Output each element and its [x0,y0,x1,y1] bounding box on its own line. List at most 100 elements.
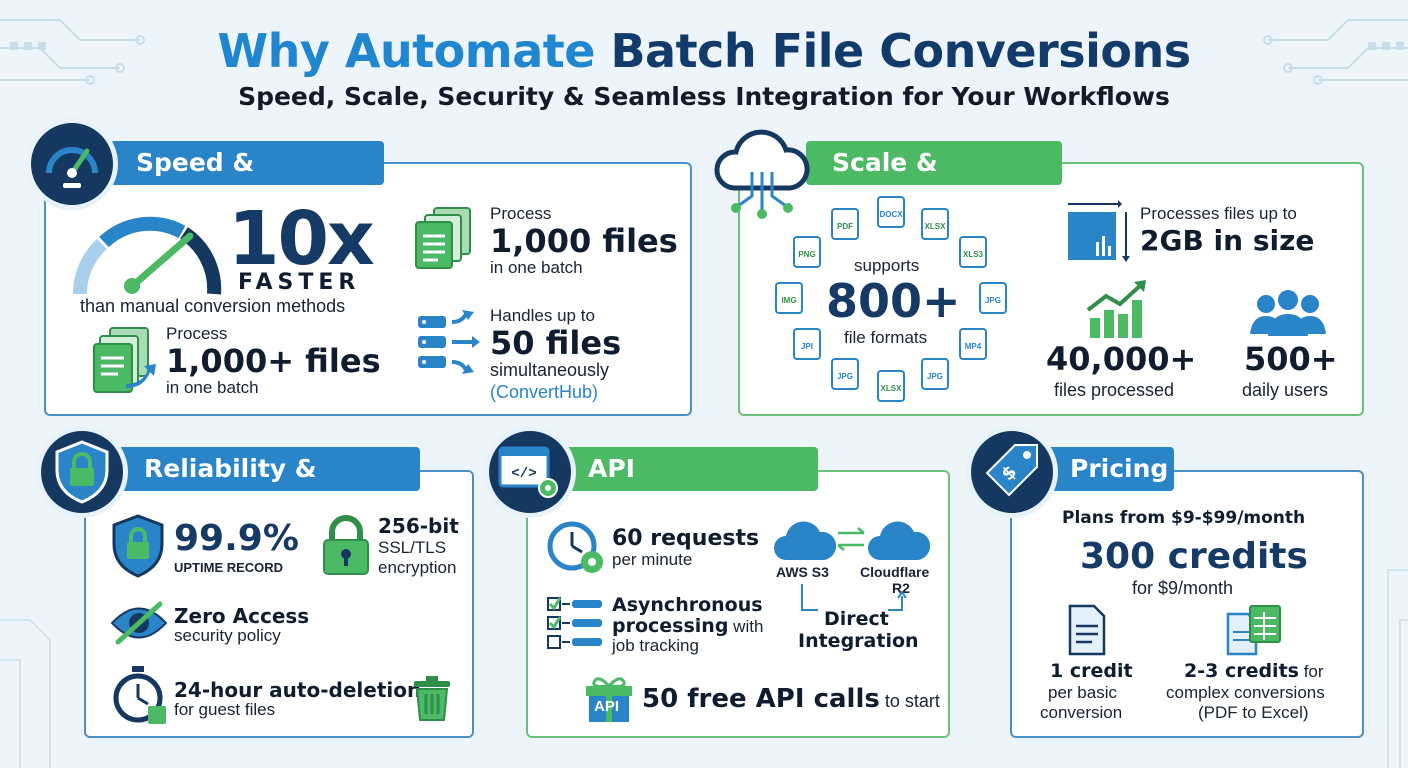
formats-label: file formats [844,328,928,347]
deletion-sub: for guest files [174,700,276,719]
formats-supports: supports [854,256,920,275]
async-line2-bold: processing [612,615,729,637]
growth-chart-icon [1086,280,1146,338]
speed-multiplier: 10x [228,196,375,282]
zero-access-title: Zero Access [174,604,310,628]
title-highlight: Why Automate [217,24,595,78]
circuit-decoration-right [1263,19,1408,85]
direct-integration-line1: Direct [824,608,889,630]
format-badge: MP4 [965,342,982,351]
clock-gear-icon [547,521,603,573]
batch-a-value: 1,000+ files [166,342,381,380]
shield-lock-icon [112,514,164,578]
file-format-ring: PDF DOCX XLSX XLS3 JPG MP4 JPG XLSX JPG … [760,195,1020,415]
size-value: 2GB in size [1140,224,1315,257]
free-calls-rest: to start [879,691,940,711]
security-heading: Reliability & Security [118,447,420,527]
cloud-network-icon [714,129,810,219]
basic-credit-bold: 1 credit [1050,660,1133,682]
format-badge: JPG [985,296,1001,305]
free-calls-bold: 50 free API calls [642,684,880,714]
complex-credits-bold: 2-3 credits [1184,660,1299,682]
code-window-icon: </> [498,446,558,498]
resize-icon [1068,200,1130,262]
basic-credit-line3: conversion [1040,703,1123,722]
checklist-icon [547,597,602,649]
format-badge: PNG [798,250,815,259]
format-badge: XLS3 [963,250,984,259]
pricing-panel [1010,470,1364,738]
credits-sub: for $9/month [1132,578,1234,598]
async-line2-rest: with [728,617,764,636]
scale-heading: Scale & Capacity [806,141,1062,221]
gift-api-label: API [594,698,620,715]
format-badge: PDF [837,222,853,231]
encryption-line1: SSL/TLS [378,538,447,557]
direct-integration-line2: Integration [798,630,919,652]
price-tag-icon: $ [985,444,1038,497]
spreadsheet-icon [1226,605,1281,656]
speedometer-icon [46,147,98,188]
document-icon [1068,604,1106,656]
page-title: Why Automate Batch File Conversions [0,24,1408,78]
circuit-decoration-left [0,19,145,85]
servers-icon [418,310,480,374]
padlock-icon [323,515,369,575]
cloudflare-line2: R2 [892,580,910,596]
requests-value: 60 requests [612,526,760,551]
shield-lock-icon [55,440,109,504]
format-badge: JPG [837,372,853,381]
speed-heading: Speed & Efficiency [110,141,384,221]
gauge-icon [72,216,222,295]
sync-arrows-icon [837,527,865,551]
aws-label: AWS S3 [776,564,829,580]
format-badge: JPI [801,342,813,351]
format-badge: XLSX [925,222,947,231]
cloud-icon [774,521,836,560]
documents-stack-icon [415,207,471,269]
free-calls: 50 free API calls to start [642,684,940,714]
complex-credits-line3: (PDF to Excel) [1198,703,1309,722]
complex-credits: 2-3 credits for [1184,660,1324,682]
code-badge: </> [484,426,576,518]
cloud-icon [868,521,930,560]
simultaneous-source: (ConvertHub) [490,382,599,402]
eye-slash-icon [110,601,168,645]
format-badge: JPG [927,372,943,381]
deletion-title: 24-hour auto-deletion [174,678,422,702]
speed-faster-caption: than manual conversion methods [80,296,346,316]
batch-b-post: in one batch [490,258,583,277]
users-icon [1250,290,1326,336]
uptime-value: 99.9% [174,518,299,559]
users-label: daily users [1242,380,1329,400]
uptime-label: UPTIME RECORD [174,560,284,575]
cloudflare-line1: Cloudflare [860,564,930,580]
users-value: 500+ [1244,340,1338,378]
speed-faster-label: FASTER [238,270,361,295]
async-line1: Asynchronous [612,594,763,616]
plans-range: Plans from $9-$99/month [1062,508,1306,528]
simultaneous-post: simultaneously [490,360,610,380]
shield-badge [36,426,128,518]
processed-value: 40,000+ [1046,340,1197,378]
file-format-icon: PDF DOCX XLSX XLS3 JPG MP4 JPG XLSX JPG … [775,196,1007,402]
complex-credits-line2: complex conversions [1166,683,1325,702]
credits-value: 300 credits [1080,536,1308,577]
gift-icon [586,677,632,722]
async-line3: job tracking [612,636,699,655]
simultaneous-value: 50 files [490,324,622,362]
async-line2: processing with [612,615,763,638]
complex-credits-rest: for [1298,662,1324,681]
circuit-decoration-bottom-right [1387,569,1408,768]
stopwatch-icon [113,666,166,724]
price-tag-badge: $ [966,426,1058,518]
circuit-decoration-bottom-left [0,619,51,768]
zero-access-sub: security policy [174,626,281,645]
encryption-line2: encryption [378,558,457,577]
documents-icon [93,327,156,393]
formats-value: 800+ [826,274,961,328]
batch-a-pre: Process [166,324,228,343]
title-rest: Batch File Conversions [610,24,1191,78]
batch-a-post: in one batch [166,378,259,397]
simultaneous-pre: Handles up to [490,306,595,325]
